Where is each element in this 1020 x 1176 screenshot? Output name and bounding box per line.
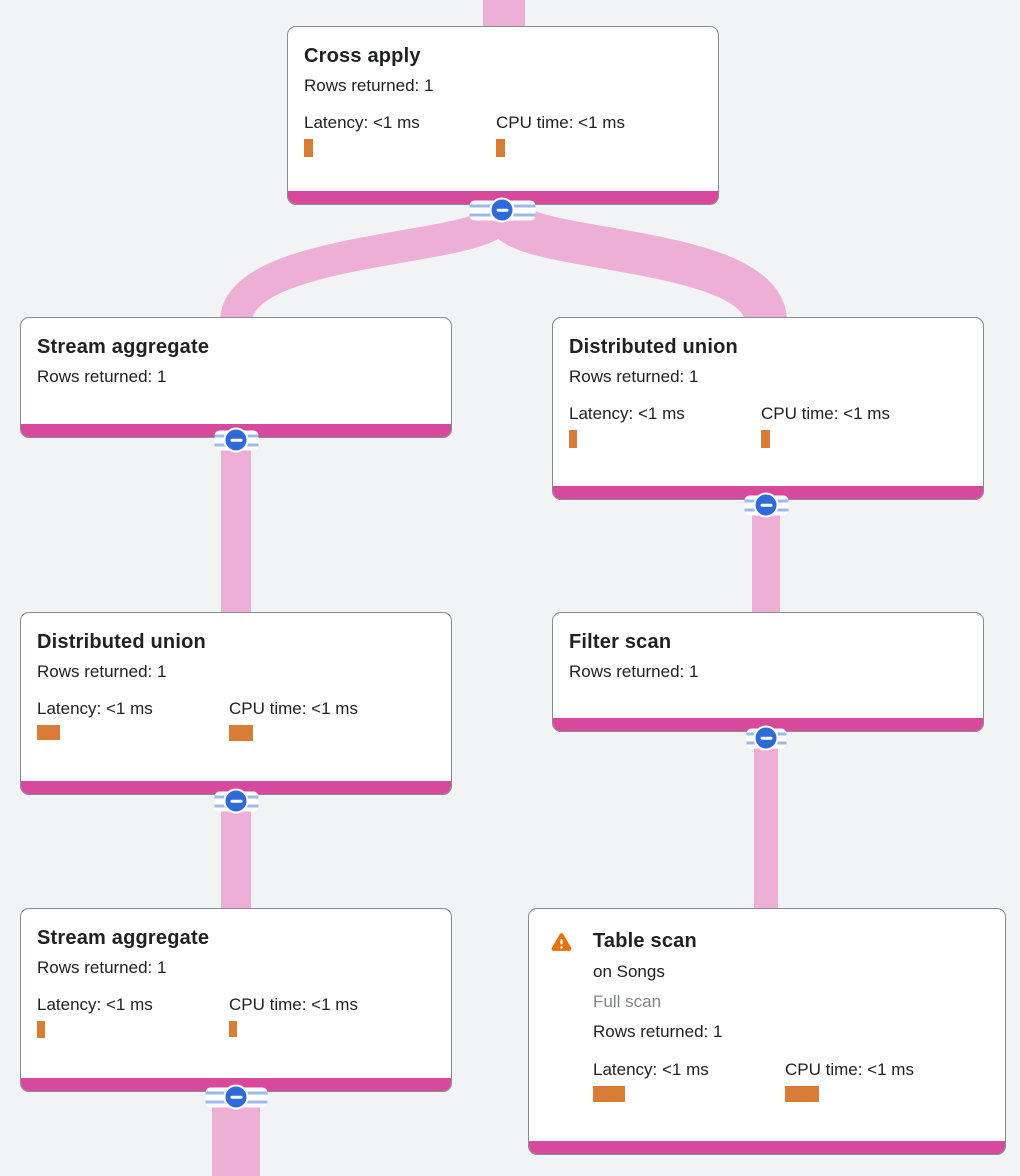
plan-node-table-scan[interactable]: Table scan on Songs Full scan Rows retur… <box>528 908 1006 1155</box>
rows-returned: Rows returned: 1 <box>37 367 167 386</box>
plan-node-cross-apply[interactable]: Cross apply Rows returned: 1 Latency: <1… <box>287 26 719 205</box>
collapse-button-distributed-union-right[interactable] <box>744 492 788 518</box>
cpu-time-bar <box>229 725 253 741</box>
latency-bar <box>304 139 313 157</box>
node-title: Table scan <box>593 930 697 952</box>
plan-node-stream-aggregate-1[interactable]: Stream aggregate Rows returned: 1 <box>20 317 452 438</box>
scan-target: on Songs <box>593 962 665 981</box>
cpu-time-label: CPU time: <1 ms <box>229 699 358 718</box>
collapse-button-distributed-union-left[interactable] <box>214 788 258 814</box>
minus-circle-icon <box>223 788 249 814</box>
cpu-metric: CPU time: <1 ms <box>761 400 967 448</box>
collapse-button-cross-apply[interactable] <box>469 197 535 223</box>
latency-metric: Latency: <1 ms <box>37 695 229 741</box>
cpu-time-bar <box>496 139 505 157</box>
latency-bar <box>37 725 60 740</box>
plan-node-stream-aggregate-2[interactable]: Stream aggregate Rows returned: 1 Latenc… <box>20 908 452 1092</box>
rows-returned: Rows returned: 1 <box>37 662 167 681</box>
minus-circle-icon <box>489 197 515 223</box>
node-title: Distributed union <box>569 336 738 358</box>
latency-label: Latency: <1 ms <box>37 699 153 718</box>
cpu-metric: CPU time: <1 ms <box>785 1056 985 1102</box>
node-accent-bar <box>553 718 983 731</box>
cpu-time-label: CPU time: <1 ms <box>496 113 625 132</box>
plan-node-filter-scan[interactable]: Filter scan Rows returned: 1 <box>552 612 984 732</box>
plan-node-distributed-union-right[interactable]: Distributed union Rows returned: 1 Laten… <box>552 317 984 500</box>
edge-cross-apply-to-distributed-union <box>486 204 787 326</box>
cpu-time-label: CPU time: <1 ms <box>761 404 890 423</box>
latency-metric: Latency: <1 ms <box>304 109 496 157</box>
cpu-time-bar <box>785 1086 819 1102</box>
rows-returned: Rows returned: 1 <box>569 367 699 386</box>
rows-returned: Rows returned: 1 <box>304 76 434 95</box>
collapse-button-filter-scan[interactable] <box>746 725 786 751</box>
node-title: Stream aggregate <box>37 336 210 358</box>
cpu-metric: CPU time: <1 ms <box>496 109 702 157</box>
latency-label: Latency: <1 ms <box>569 404 685 423</box>
latency-bar <box>593 1086 625 1102</box>
cpu-time-bar <box>761 430 770 448</box>
cpu-metric: CPU time: <1 ms <box>229 695 435 741</box>
collapse-button-stream-aggregate-1[interactable] <box>214 427 258 453</box>
node-accent-bar <box>529 1141 1005 1154</box>
node-accent-bar <box>21 781 451 794</box>
rows-returned: Rows returned: 1 <box>593 1022 723 1041</box>
latency-metric: Latency: <1 ms <box>569 400 761 448</box>
latency-label: Latency: <1 ms <box>304 113 420 132</box>
edge-cross-apply-to-stream-aggregate <box>220 207 515 325</box>
node-title: Cross apply <box>304 45 421 67</box>
cpu-time-bar <box>229 1021 237 1037</box>
node-title: Distributed union <box>37 631 206 653</box>
cpu-metric: CPU time: <1 ms <box>229 991 435 1038</box>
latency-metric: Latency: <1 ms <box>593 1056 785 1102</box>
minus-circle-icon <box>223 427 249 453</box>
latency-bar <box>37 1021 45 1038</box>
plan-node-distributed-union-left[interactable]: Distributed union Rows returned: 1 Laten… <box>20 612 452 795</box>
rows-returned: Rows returned: 1 <box>37 958 167 977</box>
latency-bar <box>569 430 577 448</box>
minus-circle-icon <box>753 725 779 751</box>
scan-type: Full scan <box>593 992 662 1011</box>
latency-label: Latency: <1 ms <box>593 1060 709 1079</box>
latency-metric: Latency: <1 ms <box>37 991 229 1038</box>
cpu-time-label: CPU time: <1 ms <box>785 1060 914 1079</box>
minus-circle-icon <box>753 492 779 518</box>
collapse-button-stream-aggregate-2[interactable] <box>205 1084 267 1110</box>
minus-circle-icon <box>223 1084 249 1110</box>
node-title: Stream aggregate <box>37 927 210 949</box>
node-title: Filter scan <box>569 631 672 653</box>
cpu-time-label: CPU time: <1 ms <box>229 995 358 1014</box>
rows-returned: Rows returned: 1 <box>569 662 699 681</box>
latency-label: Latency: <1 ms <box>37 995 153 1014</box>
warning-triangle-icon <box>551 932 572 951</box>
